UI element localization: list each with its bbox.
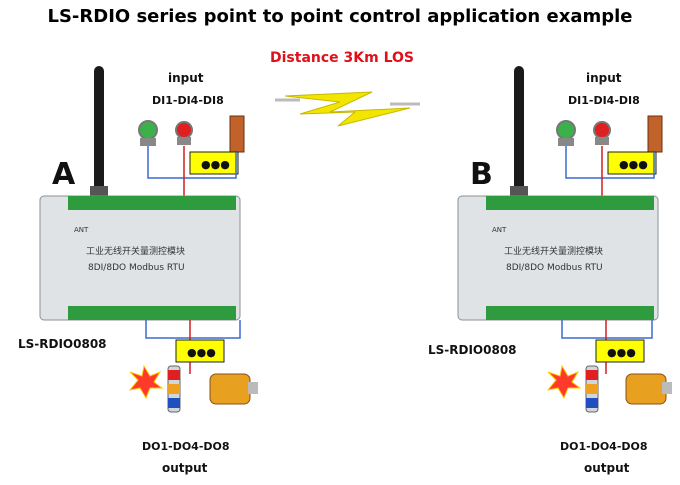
- motor-shaft: [662, 382, 672, 394]
- motor-icon: [209, 373, 251, 405]
- green-pushbutton-icon: [556, 120, 576, 140]
- signal-tower-blue: [586, 398, 598, 408]
- unit-b: B input DI1-DI4-DI8 ●●● ANT 工业无线开关量测控模块 …: [428, 66, 672, 475]
- wireless-link: [275, 91, 420, 127]
- antenna-base: [90, 186, 108, 198]
- limit-switch-icon: [647, 115, 663, 153]
- output-wire: [561, 320, 653, 339]
- distance-label: Distance 3Km LOS: [270, 50, 414, 66]
- output-heading: output: [162, 461, 208, 475]
- model-label: LS-RDIO0808: [18, 337, 107, 351]
- output-heading: output: [584, 461, 630, 475]
- input-range: DI1-DI4-DI8: [152, 94, 224, 107]
- input-wire: [147, 146, 237, 179]
- signal-tower-blue: [168, 398, 180, 408]
- input-ellipsis: ●●●: [201, 158, 230, 171]
- signal-tower-amber: [168, 384, 180, 394]
- module-board: [39, 195, 241, 321]
- output-ellipsis-box: [595, 339, 645, 363]
- signal-tower-amber: [586, 384, 598, 394]
- output-ellipsis: ●●●: [607, 346, 636, 359]
- input-heading: input: [586, 71, 622, 85]
- output-ellipsis-box: [175, 339, 225, 363]
- top-terminal-block: [68, 196, 236, 210]
- unit-letter-a: A: [52, 157, 76, 192]
- board-title: 工业无线开关量测控模块: [504, 245, 603, 257]
- alarm-light-icon: [128, 364, 164, 400]
- green-pushbutton-base: [140, 138, 156, 146]
- red-pushbutton-base: [595, 137, 609, 145]
- ant-label: ANT: [74, 226, 89, 234]
- output-range: DO1-DO4-DO8: [560, 440, 648, 453]
- input-ellipsis: ●●●: [619, 158, 648, 171]
- input-wire: [565, 146, 655, 179]
- antenna-icon: [94, 66, 104, 194]
- unit-a: A input DI1-DI4-DI8 ●●● ANT 工业无线开关量测控模块 …: [18, 66, 258, 475]
- green-pushbutton-base: [558, 138, 574, 146]
- board-subtitle: 8DI/8DO Modbus RTU: [506, 263, 603, 273]
- motor-icon: [625, 373, 667, 405]
- antenna-icon: [514, 66, 524, 194]
- board-title: 工业无线开关量测控模块: [86, 245, 185, 257]
- lightning-bolt-icon: [284, 91, 411, 127]
- bottom-terminal-block: [486, 306, 654, 320]
- signal-tower-red: [586, 370, 598, 380]
- page-title: LS-RDIO series point to point control ap…: [47, 6, 633, 27]
- input-heading: input: [168, 71, 204, 85]
- model-label: LS-RDIO0808: [428, 343, 517, 357]
- signal-tower-red: [168, 370, 180, 380]
- red-pushbutton-icon: [175, 121, 193, 139]
- output-ellipsis: ●●●: [187, 346, 216, 359]
- top-terminal-block: [486, 196, 654, 210]
- motor-shaft: [248, 382, 258, 394]
- red-pushbutton-icon: [593, 121, 611, 139]
- ant-label: ANT: [492, 226, 507, 234]
- limit-switch-icon: [229, 115, 245, 153]
- input-ellipsis-box: [189, 151, 239, 175]
- input-ellipsis-box: [607, 151, 657, 175]
- output-wire: [145, 320, 241, 339]
- module-board: [457, 195, 659, 321]
- antenna-base: [510, 186, 528, 198]
- bottom-terminal-block: [68, 306, 236, 320]
- alarm-light-icon: [546, 364, 582, 400]
- green-pushbutton-icon: [138, 120, 158, 140]
- unit-letter-b: B: [470, 157, 493, 192]
- board-subtitle: 8DI/8DO Modbus RTU: [88, 263, 185, 273]
- input-range: DI1-DI4-DI8: [568, 94, 640, 107]
- output-range: DO1-DO4-DO8: [142, 440, 230, 453]
- red-pushbutton-base: [177, 137, 191, 145]
